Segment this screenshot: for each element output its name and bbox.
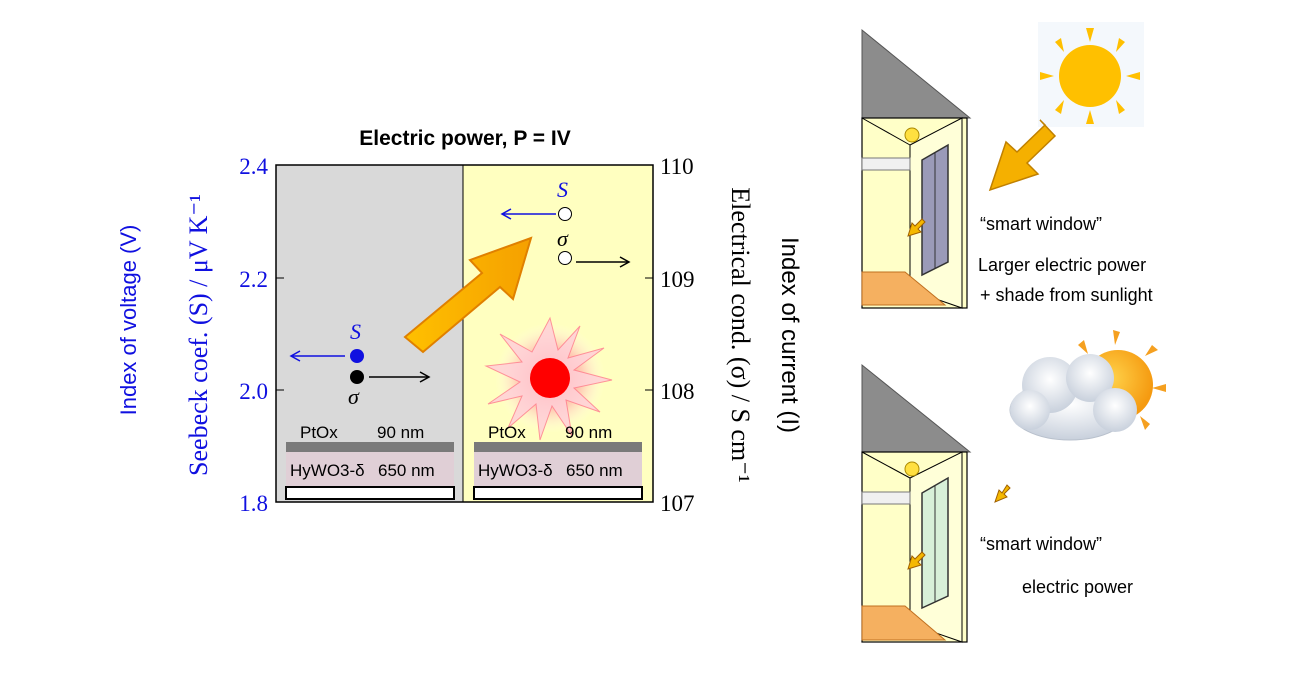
right-panel-markers: S σ — [500, 177, 631, 268]
air-conditioner — [861, 157, 911, 171]
left-S-marker — [350, 349, 364, 363]
left-tick-label: 1.8 — [239, 491, 268, 516]
left-ptox-thickness: 90 nm — [377, 423, 424, 442]
right-tick-label: 107 — [660, 491, 695, 516]
left-substrate — [285, 486, 455, 500]
roof — [861, 363, 972, 453]
improvement-arrow-icon — [403, 236, 533, 354]
light-bulb-icon — [904, 461, 920, 477]
floor-rug — [861, 605, 947, 641]
right-substrate — [473, 486, 643, 500]
cloud-icon — [1009, 354, 1137, 441]
roof — [861, 28, 972, 119]
left-film-stack: PtOx 90 nm HyWO3-δ 650 nm — [285, 423, 455, 500]
right-tick-label: 109 — [660, 267, 695, 292]
floor-rug — [861, 271, 947, 306]
right-tick-label: 110 — [660, 154, 694, 179]
left-hywo-thickness: 650 nm — [378, 461, 435, 480]
left-S-label: S — [350, 319, 361, 344]
left-sigma-label: σ — [348, 384, 360, 409]
left-panel-markers: S σ — [289, 319, 431, 409]
right-S-label: S — [557, 177, 568, 202]
sunny-description-line1: Larger electric power — [978, 255, 1146, 275]
right-hywo-label: HyWO3-δ — [478, 461, 553, 480]
left-hywo-label: HyWO3-δ — [290, 461, 365, 480]
left-hywo-layer — [286, 452, 454, 486]
right-ptox-label: PtOx — [488, 423, 526, 442]
left-ptox-layer — [286, 442, 454, 452]
plot-frame — [275, 164, 654, 503]
outer-left-axis-label: Index of voltage (V) — [116, 225, 141, 416]
right-hywo-thickness: 650 nm — [566, 461, 623, 480]
right-sigma-label: σ — [557, 226, 569, 251]
sunny-house-scene: “smart window” Larger electric power + s… — [861, 22, 1153, 309]
left-axis-ticks — [276, 165, 653, 391]
air-conditioner — [861, 491, 911, 505]
left-tick-label: 2.0 — [239, 379, 268, 404]
right-S-marker — [558, 207, 572, 221]
cloudy-description-line1: electric power — [1022, 577, 1133, 597]
right-tick-label: 108 — [660, 379, 695, 404]
light-bulb-icon — [904, 127, 920, 143]
right-ptox-layer — [474, 442, 642, 452]
left-tick-label: 2.4 — [239, 154, 268, 179]
chart: Electric power, P = IV 2.4 2.2 2.0 1.8 1… — [116, 127, 803, 516]
right-film-stack: PtOx 90 nm HyWO3-δ 650 nm — [473, 423, 643, 500]
sunny-caption: “smart window” — [980, 214, 1102, 234]
sun-icon — [1040, 28, 1140, 124]
right-sigma-marker — [558, 251, 572, 265]
weak-sunlight-arrow-icon — [994, 484, 1011, 503]
right-hywo-layer — [474, 452, 642, 486]
left-axis-label: Seebeck coef. (S) / μV K⁻¹ — [184, 194, 213, 476]
small-light-arrow-icon — [907, 218, 926, 237]
small-light-arrow-icon — [907, 551, 926, 570]
light-burst-icon — [484, 316, 613, 441]
outer-right-axis-label: Index of current (I) — [776, 237, 803, 433]
right-axis-label: Electrical cond. (σ) / S cm⁻¹ — [726, 187, 755, 482]
left-ptox-label: PtOx — [300, 423, 338, 442]
left-tick-label: 2.2 — [239, 267, 268, 292]
cloudy-caption: “smart window” — [980, 534, 1102, 554]
sunlight-arrow-icon — [988, 119, 1057, 192]
right-ptox-thickness: 90 nm — [565, 423, 612, 442]
sunny-description-line2: + shade from sunlight — [980, 285, 1153, 305]
left-sigma-marker — [350, 370, 364, 384]
cloudy-house-scene: “smart window” electric power — [861, 330, 1166, 643]
chart-title: Electric power, P = IV — [359, 127, 570, 150]
